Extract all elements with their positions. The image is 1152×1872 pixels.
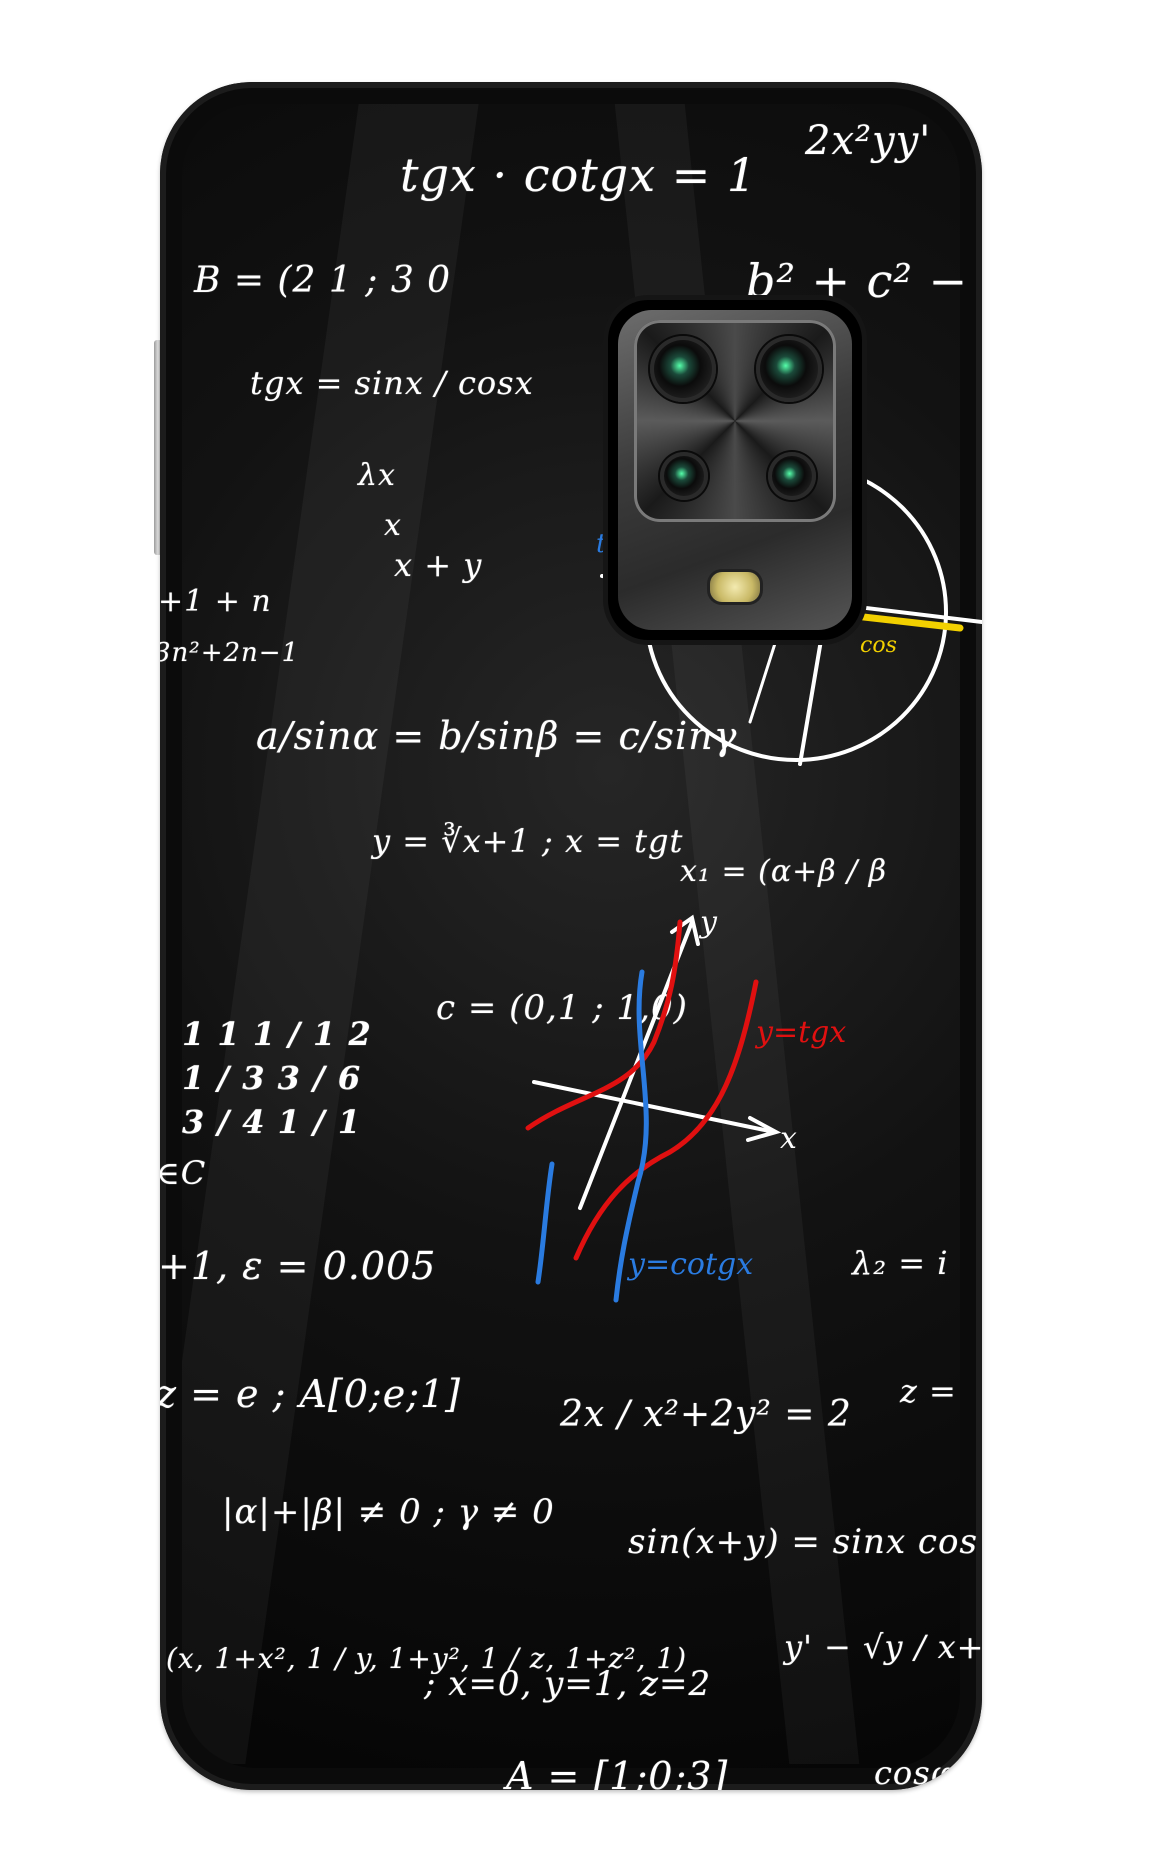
- label-y-axis: y: [698, 905, 718, 940]
- flash-icon: [710, 572, 760, 602]
- formula-matrix-xyz: (x, 1+x², 1 / y, 1+y², 1 / z, 1+z², 1): [166, 1642, 688, 1675]
- formula-b2-c2: b² + c² − 2: [746, 254, 982, 308]
- label-tg-curve: y=tgx: [754, 1015, 846, 1050]
- formula-x: x: [384, 508, 402, 543]
- formula-fraction-2x: 2x / x²+2y² = 2: [560, 1394, 852, 1435]
- formula-cube-root: y = ∛x+1 ; x = tgt: [372, 822, 684, 860]
- formula-tg-cotg: tgx · cotgx = 1: [400, 148, 758, 202]
- formula-sin-sum: sin(x+y) = sinx cos: [628, 1522, 978, 1562]
- formula-x-plus-y: x + y: [394, 546, 483, 584]
- formula-lambda-x: λx: [358, 458, 396, 493]
- cotg-curve-2: [613, 969, 649, 1303]
- side-button: [154, 340, 162, 555]
- formula-y-prime: y' − √y / x+2: [784, 1628, 982, 1666]
- formula-a-array: A = [1;0;3]: [506, 1754, 729, 1790]
- formula-tgx-ratio: tgx = sinx / cosx: [250, 364, 534, 402]
- tg-curve-1: [525, 919, 683, 1131]
- formula-3n2: 3n²+2n−1: [160, 638, 300, 668]
- label-x-axis: x: [780, 1121, 797, 1156]
- graph-x-axis: [532, 1080, 776, 1134]
- formula-a-vector: z = e ; A[0;e;1]: [160, 1372, 462, 1416]
- scattered-ones: 1 1 1 / 1 2 1 / 3 3 / 6 3 / 4 1 / 1: [182, 1015, 372, 1141]
- formula-in-c: ∈C: [160, 1154, 207, 1192]
- formula-z-eq: z =: [900, 1372, 957, 1410]
- camera-lens-icon: [756, 336, 822, 402]
- formula-abs-sum: |α|+|β| ≠ 0 ; γ ≠ 0: [222, 1492, 555, 1532]
- label-cos: cos: [860, 633, 897, 658]
- camera-lens-icon: [650, 336, 716, 402]
- phone-case: tgx · cotgx = 1 2x²yy' B = (2 1 ; 3 0 b²…: [160, 82, 982, 1790]
- formula-lambda-2: λ₂ = i: [852, 1244, 949, 1282]
- camera-lens-icon: [768, 452, 816, 500]
- formula-x1: x₁ = (α+β / β: [680, 854, 888, 889]
- formula-cos-phi: cosφ: [874, 1754, 955, 1790]
- formula-plus-1-n: +1 + n: [160, 584, 272, 619]
- label-cotg-curve: y=cotgx: [626, 1247, 753, 1282]
- formula-matrix-c: c = (0,1 ; 1,0): [436, 988, 688, 1028]
- graph-x-arrow: [746, 1116, 782, 1142]
- formula-epsilon: +1, ε = 0.005: [160, 1244, 437, 1288]
- formula-law-of-sines: a/sinα = b/sinβ = c/sinγ: [256, 714, 738, 758]
- cotg-curve-1: [535, 1161, 555, 1285]
- formula-xyz-values: ; x=0, y=1, z=2: [424, 1664, 712, 1704]
- formula-2x2yy: 2x²yy': [805, 118, 932, 164]
- tg-curve-2: [573, 979, 759, 1261]
- formula-matrix-b: B = (2 1 ; 3 0: [194, 260, 452, 301]
- camera-lens-icon: [660, 452, 708, 500]
